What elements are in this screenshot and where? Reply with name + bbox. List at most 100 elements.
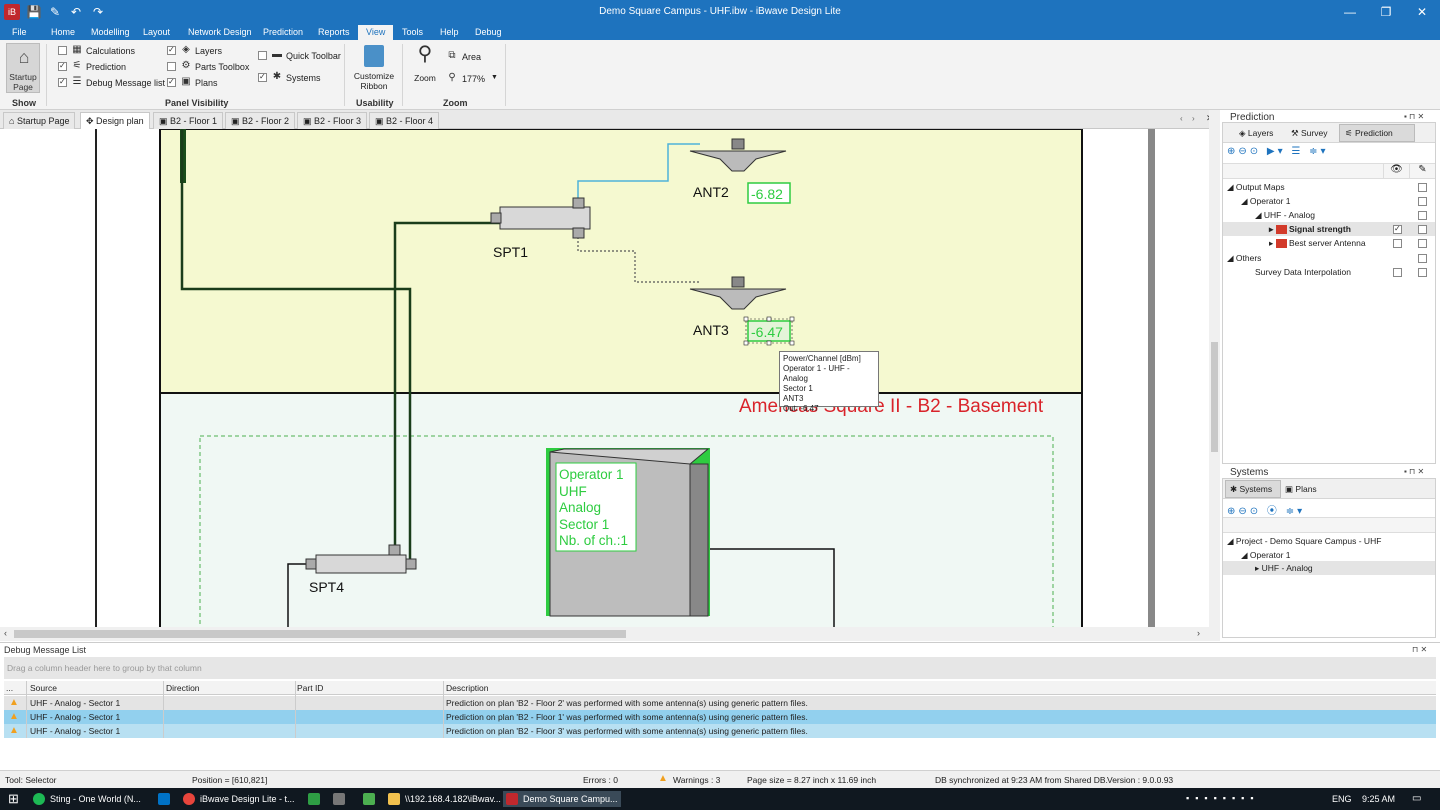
others-checkbox[interactable]: [1418, 254, 1427, 263]
undo-icon[interactable]: ↶: [70, 5, 82, 19]
vertical-scrollbar[interactable]: [1209, 110, 1220, 641]
quick-toolbar-checkbox[interactable]: [258, 51, 267, 60]
windows-start-icon[interactable]: ⊞: [8, 791, 19, 806]
doc-tab-startup[interactable]: ⌂ Startup Page: [3, 112, 76, 129]
tree-others[interactable]: ◢ Others: [1227, 253, 1262, 263]
prediction-toolbar[interactable]: ⊕⊖⊙ ▶▾ ☰ ≑▾: [1227, 146, 1329, 157]
scroll-right-icon[interactable]: ›: [1197, 628, 1200, 638]
edit-icon[interactable]: ✎: [49, 5, 61, 19]
status-warnings[interactable]: Warnings : 3: [673, 775, 721, 785]
design-canvas[interactable]: ANT2 -6.82 ANT3 -6.47 SPT1 SPT4 Americas…: [0, 129, 1209, 627]
debug-list-checkbox[interactable]: [58, 77, 67, 87]
eye-icon[interactable]: 👁: [1383, 164, 1409, 179]
taskbar-item-spotify[interactable]: Sting - One World (N...: [30, 791, 145, 807]
zoom-dropdown-icon[interactable]: ▼: [491, 74, 498, 81]
tab-layout[interactable]: Layout: [143, 27, 171, 37]
minimize-button[interactable]: —: [1344, 5, 1356, 19]
tab-debug[interactable]: Debug: [475, 27, 502, 37]
taskbar-item-app[interactable]: [330, 791, 354, 807]
tab-survey[interactable]: ⚒ Survey: [1291, 128, 1327, 139]
parts-toolbox-checkbox[interactable]: [167, 62, 176, 71]
tab-plans[interactable]: ▣ Plans: [1285, 484, 1317, 495]
output-maps-checkbox[interactable]: [1418, 183, 1427, 192]
scroll-tabs-right-icon[interactable]: ›: [1192, 114, 1195, 123]
customize-ribbon-button[interactable]: Customize Ribbon: [352, 43, 396, 93]
column-description[interactable]: Description: [446, 683, 489, 693]
horizontal-scrollbar[interactable]: ‹ ›: [0, 627, 1209, 641]
calculations-checkbox[interactable]: [58, 46, 67, 55]
survey-pin-checkbox[interactable]: [1418, 268, 1427, 277]
survey-visible-checkbox[interactable]: [1393, 268, 1402, 277]
tab-home[interactable]: Home: [51, 27, 76, 37]
taskbar-item-explorer[interactable]: \\192.168.4.182\iBwav...: [385, 791, 505, 807]
tree-project[interactable]: ◢ Project - Demo Square Campus - UHF: [1227, 536, 1382, 546]
tab-layers[interactable]: ◈ Layers: [1239, 128, 1273, 139]
panel-pin-icon[interactable]: ▪ ⊓ ✕: [1404, 467, 1425, 476]
tab-view[interactable]: View: [358, 25, 394, 40]
zoom-area-label[interactable]: Area: [462, 52, 482, 62]
group-by-area[interactable]: Drag a column header here to group by th…: [4, 657, 1436, 679]
redo-icon[interactable]: ↷: [92, 5, 104, 19]
best-server-pin-checkbox[interactable]: [1418, 239, 1427, 248]
notification-icon[interactable]: ▭: [1412, 793, 1422, 804]
tab-tools[interactable]: Tools: [402, 27, 424, 37]
taskbar-item-chrome[interactable]: iBwave Design Lite - t...: [180, 791, 299, 807]
horizontal-scroll-thumb[interactable]: [14, 630, 626, 638]
doc-tab-design-plan[interactable]: ✥ Design plan: [80, 112, 150, 129]
taskbar-item-app[interactable]: [305, 791, 329, 807]
ant2-label[interactable]: ANT2: [693, 184, 729, 200]
tab-help[interactable]: Help: [440, 27, 459, 37]
tree-uhf-analog[interactable]: ▸ UHF - Analog: [1255, 563, 1313, 573]
best-server-visible-checkbox[interactable]: [1393, 239, 1402, 248]
save-icon[interactable]: 💾: [26, 5, 42, 19]
plans-checkbox[interactable]: [167, 77, 176, 87]
systems-toolbar[interactable]: ⊕⊖⊙ ⦿ ≑▾: [1227, 506, 1306, 517]
tree-operator[interactable]: ◢ Operator 1: [1241, 550, 1291, 560]
scroll-tabs-left-icon[interactable]: ‹: [1180, 114, 1183, 123]
pin-icon[interactable]: ✎: [1409, 164, 1435, 179]
taskbar-item-ibwave[interactable]: Demo Square Campu...: [503, 791, 621, 807]
panel-pin-icon[interactable]: ▪ ⊓ ✕: [1404, 112, 1425, 121]
startup-page-button[interactable]: ⌂ Startup Page: [6, 43, 40, 93]
ant3-label[interactable]: ANT3: [693, 322, 729, 338]
system-tray-icons[interactable]: ▪▪▪▪▪▪▪▪: [1186, 793, 1260, 803]
tab-systems[interactable]: ✱ Systems: [1225, 480, 1281, 498]
close-button[interactable]: ✕: [1416, 5, 1428, 19]
vertical-scroll-thumb[interactable]: [1211, 342, 1218, 452]
doc-tab-floor-1[interactable]: ▣ B2 - Floor 1: [153, 112, 224, 129]
table-row[interactable]: ▲ UHF - Analog - Sector 1 Prediction on …: [4, 696, 1436, 710]
signal-pin-checkbox[interactable]: [1418, 225, 1427, 234]
taskbar-item-outlook[interactable]: [155, 791, 179, 807]
signal-visible-checkbox[interactable]: [1393, 224, 1402, 234]
scroll-left-icon[interactable]: ‹: [4, 628, 7, 638]
tab-reports[interactable]: Reports: [318, 27, 350, 37]
uhf-checkbox[interactable]: [1418, 211, 1427, 220]
tree-best-server[interactable]: ▸ Best server Antenna: [1269, 238, 1366, 249]
clock[interactable]: 9:25 AM: [1362, 794, 1396, 804]
source-box-label[interactable]: Operator 1 UHF Analog Sector 1 Nb. of ch…: [559, 467, 628, 550]
doc-tab-floor-3[interactable]: ▣ B2 - Floor 3: [297, 112, 368, 129]
restore-button[interactable]: ❐: [1380, 5, 1392, 19]
systems-checkbox[interactable]: [258, 72, 267, 82]
doc-tab-floor-2[interactable]: ▣ B2 - Floor 2: [225, 112, 296, 129]
column-part-id[interactable]: Part ID: [297, 683, 324, 693]
language-indicator[interactable]: ENG: [1332, 794, 1352, 804]
operator-checkbox[interactable]: [1418, 197, 1427, 206]
tab-prediction[interactable]: ⚟ Prediction: [1339, 124, 1415, 142]
tab-prediction[interactable]: Prediction: [263, 27, 304, 37]
spt1-label[interactable]: SPT1: [493, 244, 529, 260]
tree-survey-interpolation[interactable]: Survey Data Interpolation: [1255, 267, 1351, 277]
prediction-checkbox[interactable]: [58, 61, 67, 71]
doc-tab-floor-4[interactable]: ▣ B2 - Floor 4: [369, 112, 440, 129]
tree-uhf-analog[interactable]: ◢ UHF - Analog: [1255, 210, 1315, 220]
systems-search-bar[interactable]: [1223, 517, 1435, 533]
tab-modelling[interactable]: Modelling: [91, 27, 130, 37]
tab-network-design[interactable]: Network Design: [188, 27, 252, 37]
column-direction[interactable]: Direction: [166, 683, 200, 693]
zoom-level-value[interactable]: 177%: [462, 74, 486, 84]
tree-signal-strength[interactable]: ▸ Signal strength: [1269, 224, 1351, 235]
column-source[interactable]: Source: [30, 683, 57, 693]
spt4-label[interactable]: SPT4: [309, 579, 345, 595]
layers-checkbox[interactable]: [167, 45, 176, 55]
tree-operator[interactable]: ◢ Operator 1: [1241, 196, 1291, 206]
